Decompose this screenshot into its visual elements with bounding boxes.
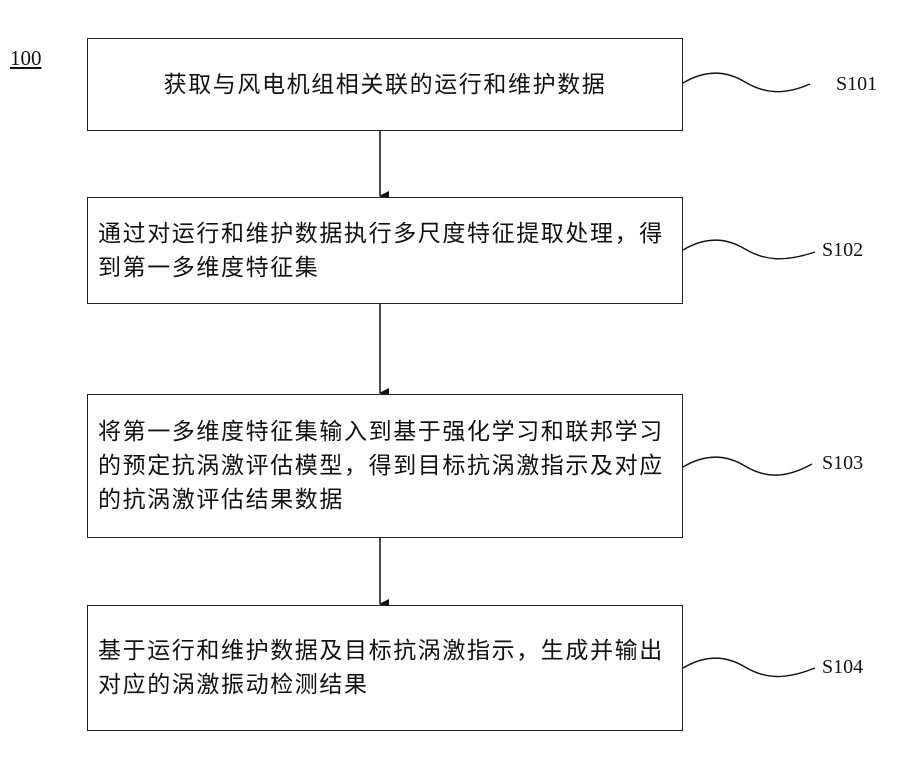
step-id-s101: S101 bbox=[836, 73, 877, 96]
step-id-s103: S103 bbox=[822, 452, 863, 475]
step-text-s101: 获取与风电机组相关联的运行和维护数据 bbox=[154, 68, 617, 102]
step-box-s101: 获取与风电机组相关联的运行和维护数据 bbox=[87, 38, 683, 131]
step-box-s103: 将第一多维度特征集输入到基于强化学习和联邦学习的预定抗涡激评估模型，得到目标抗涡… bbox=[87, 394, 683, 538]
step-id-s102: S102 bbox=[822, 239, 863, 262]
leader-line-s101 bbox=[683, 73, 810, 92]
step-text-s103: 将第一多维度特征集输入到基于强化学习和联邦学习的预定抗涡激评估模型，得到目标抗涡… bbox=[88, 415, 682, 517]
step-box-s102: 通过对运行和维护数据执行多尺度特征提取处理，得到第一多维度特征集 bbox=[87, 197, 683, 304]
step-id-s104: S104 bbox=[822, 656, 863, 679]
step-text-s102: 通过对运行和维护数据执行多尺度特征提取处理，得到第一多维度特征集 bbox=[88, 217, 682, 285]
step-box-s104: 基于运行和维护数据及目标抗涡激指示，生成并输出对应的涡激振动检测结果 bbox=[87, 605, 683, 731]
leader-line-s104 bbox=[683, 658, 815, 676]
leader-line-s103 bbox=[683, 457, 812, 475]
leader-line-s102 bbox=[683, 240, 815, 259]
step-text-s104: 基于运行和维护数据及目标抗涡激指示，生成并输出对应的涡激振动检测结果 bbox=[88, 634, 682, 702]
